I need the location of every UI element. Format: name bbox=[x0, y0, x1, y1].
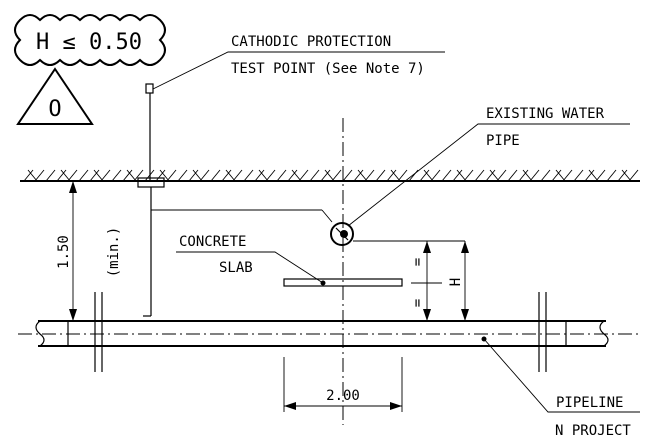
revision-triangle bbox=[16, 67, 94, 125]
flange-left bbox=[94, 292, 103, 372]
cathodic-test-point: CATHODIC PROTECTION TEST POINT (See Note… bbox=[137, 34, 445, 317]
ground-hatching bbox=[23, 169, 639, 182]
slab-width-value: 2.00 bbox=[326, 388, 360, 404]
cathodic-label-line2: TEST POINT (See Note 7) bbox=[231, 61, 425, 77]
slab-width-dimension: 2.00 bbox=[283, 357, 403, 412]
pipeline-label-line1: PIPELINE bbox=[556, 395, 623, 411]
pipeline-label-line2: N PROJECT bbox=[555, 423, 631, 439]
equal-mark-bottom: = bbox=[410, 299, 426, 307]
project-pipeline: PIPELINE N PROJECT bbox=[18, 292, 640, 439]
slab-label-line1: CONCRETE bbox=[179, 234, 246, 250]
slab-label-line2: SLAB bbox=[219, 260, 253, 276]
height-dimension: H = = bbox=[410, 241, 469, 321]
cover-value: 1.50 bbox=[56, 235, 72, 269]
cathodic-label-line1: CATHODIC PROTECTION bbox=[231, 34, 391, 50]
concrete-slab: CONCRETE SLAB bbox=[176, 234, 403, 287]
water-pipe-label-line2: PIPE bbox=[486, 133, 520, 149]
water-pipe-label-line1: EXISTING WATER bbox=[486, 106, 605, 122]
height-value: H bbox=[448, 278, 464, 286]
condition-badge: H ≤ 0.50 O bbox=[14, 14, 166, 125]
cloud-outline bbox=[14, 14, 166, 66]
ground-surface bbox=[20, 169, 640, 182]
cover-dimension: 1.50 (min.) bbox=[56, 181, 122, 321]
equal-mark-top: = bbox=[410, 258, 426, 266]
cover-note: (min.) bbox=[106, 227, 122, 278]
existing-water-pipe: EXISTING WATER PIPE bbox=[151, 106, 630, 246]
revision-symbol: O bbox=[48, 97, 61, 122]
condition-text: H ≤ 0.50 bbox=[36, 30, 142, 55]
flange-right bbox=[538, 292, 547, 372]
